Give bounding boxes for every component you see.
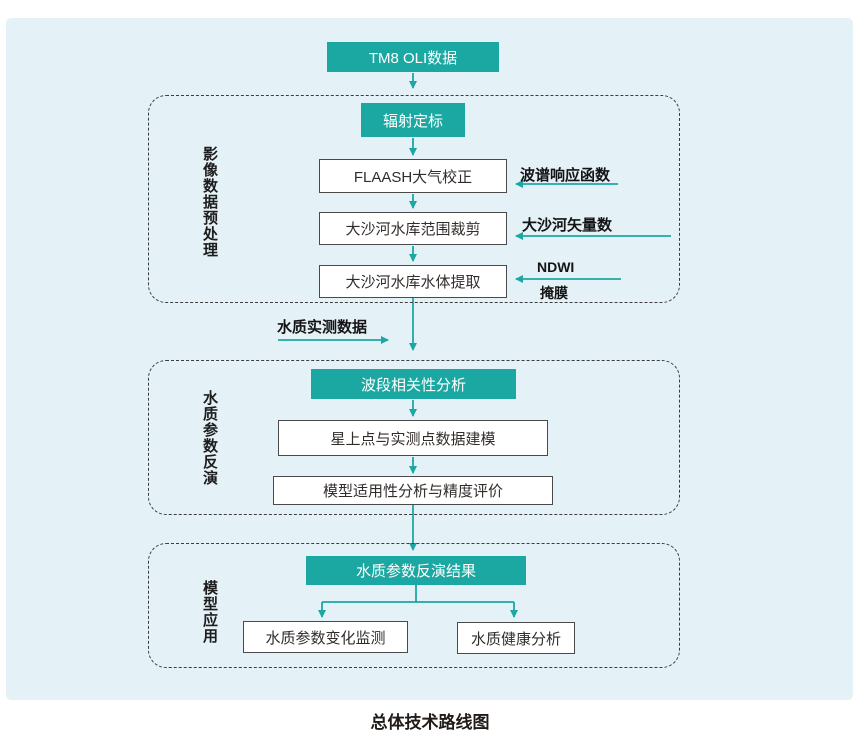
node-parameter-change-monitoring: 水质参数变化监测 bbox=[243, 621, 408, 653]
node-reservoir-clip: 大沙河水库范围裁剪 bbox=[319, 212, 507, 245]
node-water-health-analysis: 水质健康分析 bbox=[457, 622, 575, 654]
group-label-image-preprocessing: 影像数据预处理 bbox=[201, 146, 218, 258]
node-tm8-oli-data: TM8 OLI数据 bbox=[327, 42, 499, 72]
node-satellite-measured-modeling: 星上点与实测点数据建模 bbox=[278, 420, 548, 456]
label-measured-water-quality-data: 水质实测数据 bbox=[277, 319, 368, 336]
diagram-caption: 总体技术路线图 bbox=[370, 713, 490, 732]
node-flaash-correction: FLAASH大气校正 bbox=[319, 159, 507, 193]
group-parameter-inversion bbox=[148, 360, 680, 515]
group-label-model-application: 模型应用 bbox=[201, 580, 218, 644]
node-water-extraction: 大沙河水库水体提取 bbox=[319, 265, 507, 298]
input-label-ndwi: NDWI bbox=[537, 259, 575, 275]
node-radiometric-calibration: 辐射定标 bbox=[361, 103, 465, 137]
group-image-preprocessing bbox=[148, 95, 680, 303]
group-model-application bbox=[148, 543, 680, 668]
group-label-parameter-inversion: 水质参数反演 bbox=[201, 390, 218, 486]
node-inversion-results: 水质参数反演结果 bbox=[306, 556, 526, 585]
input-label-spectral-response: 波谱响应函数 bbox=[520, 167, 611, 184]
node-band-correlation-analysis: 波段相关性分析 bbox=[311, 369, 516, 399]
input-label-vector-data: 大沙河矢量数 bbox=[522, 217, 613, 234]
input-label-mask: 掩膜 bbox=[540, 285, 568, 301]
node-model-applicability-evaluation: 模型适用性分析与精度评价 bbox=[273, 476, 553, 505]
